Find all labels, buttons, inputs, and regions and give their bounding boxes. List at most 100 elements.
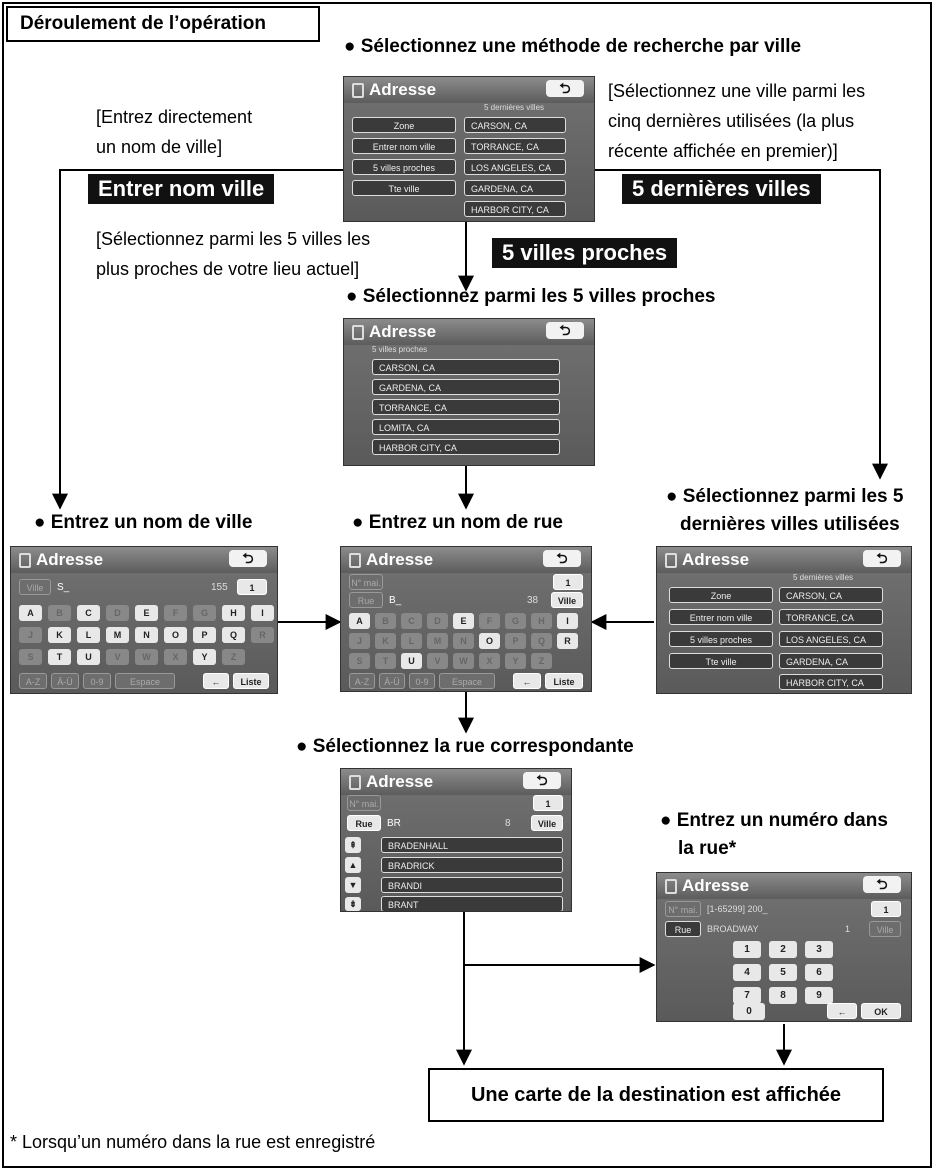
recent-city[interactable]: GARDENA, CA — [779, 653, 883, 669]
page-up-icon[interactable]: ⇞ — [345, 837, 361, 853]
key[interactable]: C — [401, 613, 422, 629]
key[interactable]: A — [349, 613, 370, 629]
back-button[interactable]: ⮌ — [543, 550, 581, 567]
num-key[interactable]: 6 — [805, 964, 833, 981]
near-city[interactable]: CARSON, CA — [372, 359, 560, 375]
ok-button[interactable]: OK — [861, 1003, 901, 1019]
key[interactable]: S — [349, 653, 370, 669]
back-button[interactable]: ⮌ — [863, 550, 901, 567]
key[interactable]: G — [193, 605, 216, 621]
key[interactable]: Z — [531, 653, 552, 669]
menu-zone[interactable]: Zone — [352, 117, 456, 133]
key[interactable]: F — [164, 605, 187, 621]
result-count-button[interactable]: 1 — [237, 579, 267, 595]
key[interactable]: K — [48, 627, 71, 643]
city-button[interactable]: Ville — [551, 592, 583, 608]
menu-all-cities[interactable]: Tte ville — [352, 180, 456, 196]
az-button[interactable]: A-Z — [349, 673, 375, 689]
accent-button[interactable]: Ä-Ü — [51, 673, 79, 689]
num-key[interactable]: 9 — [805, 987, 833, 1004]
digits-button[interactable]: 0-9 — [409, 673, 435, 689]
key[interactable]: J — [19, 627, 42, 643]
key[interactable]: E — [453, 613, 474, 629]
result-count-button[interactable]: 1 — [533, 795, 563, 811]
street-input[interactable]: B_ — [389, 595, 402, 606]
page-down-icon[interactable]: ⇟ — [345, 897, 361, 911]
num-key[interactable]: 1 — [733, 941, 761, 958]
back-button[interactable]: ⮌ — [229, 550, 267, 567]
list-button[interactable]: Liste — [233, 673, 269, 689]
key[interactable]: O — [479, 633, 500, 649]
key[interactable]: Y — [505, 653, 526, 669]
back-button[interactable]: ⮌ — [546, 80, 584, 97]
az-button[interactable]: A-Z — [19, 673, 47, 689]
backspace-button[interactable]: ← — [513, 673, 541, 689]
key[interactable]: Q — [222, 627, 245, 643]
list-button[interactable]: Liste — [545, 673, 583, 689]
key[interactable]: U — [401, 653, 422, 669]
recent-city[interactable]: CARSON, CA — [464, 117, 566, 133]
num-key-zero[interactable]: 0 — [733, 1003, 765, 1020]
near-city[interactable]: HARBOR CITY, CA — [372, 439, 560, 455]
backspace-button[interactable]: ← — [827, 1003, 857, 1019]
accent-button[interactable]: Ä-Ü — [379, 673, 405, 689]
key[interactable]: N — [135, 627, 158, 643]
near-city[interactable]: GARDENA, CA — [372, 379, 560, 395]
key[interactable]: W — [453, 653, 474, 669]
key[interactable]: J — [349, 633, 370, 649]
key[interactable]: D — [106, 605, 129, 621]
street-item[interactable]: BRANT — [381, 896, 563, 911]
key[interactable]: W — [135, 649, 158, 665]
key[interactable]: H — [222, 605, 245, 621]
street-item[interactable]: BRADRICK — [381, 857, 563, 873]
key[interactable]: R — [251, 627, 274, 643]
key[interactable]: C — [77, 605, 100, 621]
key[interactable]: Z — [222, 649, 245, 665]
menu-near-cities[interactable]: 5 villes proches — [669, 631, 773, 647]
key[interactable]: P — [193, 627, 216, 643]
key[interactable]: V — [106, 649, 129, 665]
num-key[interactable]: 7 — [733, 987, 761, 1004]
key[interactable]: L — [401, 633, 422, 649]
recent-city[interactable]: LOS ANGELES, CA — [779, 631, 883, 647]
space-button[interactable]: Espace — [439, 673, 495, 689]
key[interactable]: U — [77, 649, 100, 665]
key[interactable]: V — [427, 653, 448, 669]
space-button[interactable]: Espace — [115, 673, 175, 689]
city-button[interactable]: Ville — [531, 815, 563, 831]
num-key[interactable]: 3 — [805, 941, 833, 958]
near-city[interactable]: LOMITA, CA — [372, 419, 560, 435]
menu-enter-city[interactable]: Entrer nom ville — [352, 138, 456, 154]
key[interactable]: I — [251, 605, 274, 621]
back-button[interactable]: ⮌ — [523, 772, 561, 789]
result-count-button[interactable]: 1 — [871, 901, 901, 917]
match-input[interactable]: BR — [387, 818, 401, 829]
recent-city[interactable]: HARBOR CITY, CA — [464, 201, 566, 217]
near-city[interactable]: TORRANCE, CA — [372, 399, 560, 415]
menu-enter-city[interactable]: Entrer nom ville — [669, 609, 773, 625]
recent-city[interactable]: CARSON, CA — [779, 587, 883, 603]
num-key[interactable]: 2 — [769, 941, 797, 958]
key[interactable]: S — [19, 649, 42, 665]
key[interactable]: L — [77, 627, 100, 643]
num-key[interactable]: 8 — [769, 987, 797, 1004]
key[interactable]: I — [557, 613, 578, 629]
key[interactable]: D — [427, 613, 448, 629]
down-icon[interactable]: ▼ — [345, 877, 361, 893]
city-button[interactable]: Ville — [869, 921, 901, 937]
key[interactable]: T — [48, 649, 71, 665]
key[interactable]: N — [453, 633, 474, 649]
result-count-button[interactable]: 1 — [553, 574, 583, 590]
key[interactable]: O — [164, 627, 187, 643]
recent-city[interactable]: TORRANCE, CA — [464, 138, 566, 154]
recent-city[interactable]: LOS ANGELES, CA — [464, 159, 566, 175]
key[interactable]: B — [48, 605, 71, 621]
back-button[interactable]: ⮌ — [546, 322, 584, 339]
key[interactable]: M — [427, 633, 448, 649]
key[interactable]: Y — [193, 649, 216, 665]
key[interactable]: P — [505, 633, 526, 649]
key[interactable]: T — [375, 653, 396, 669]
num-key[interactable]: 5 — [769, 964, 797, 981]
key[interactable]: G — [505, 613, 526, 629]
digits-button[interactable]: 0-9 — [83, 673, 111, 689]
